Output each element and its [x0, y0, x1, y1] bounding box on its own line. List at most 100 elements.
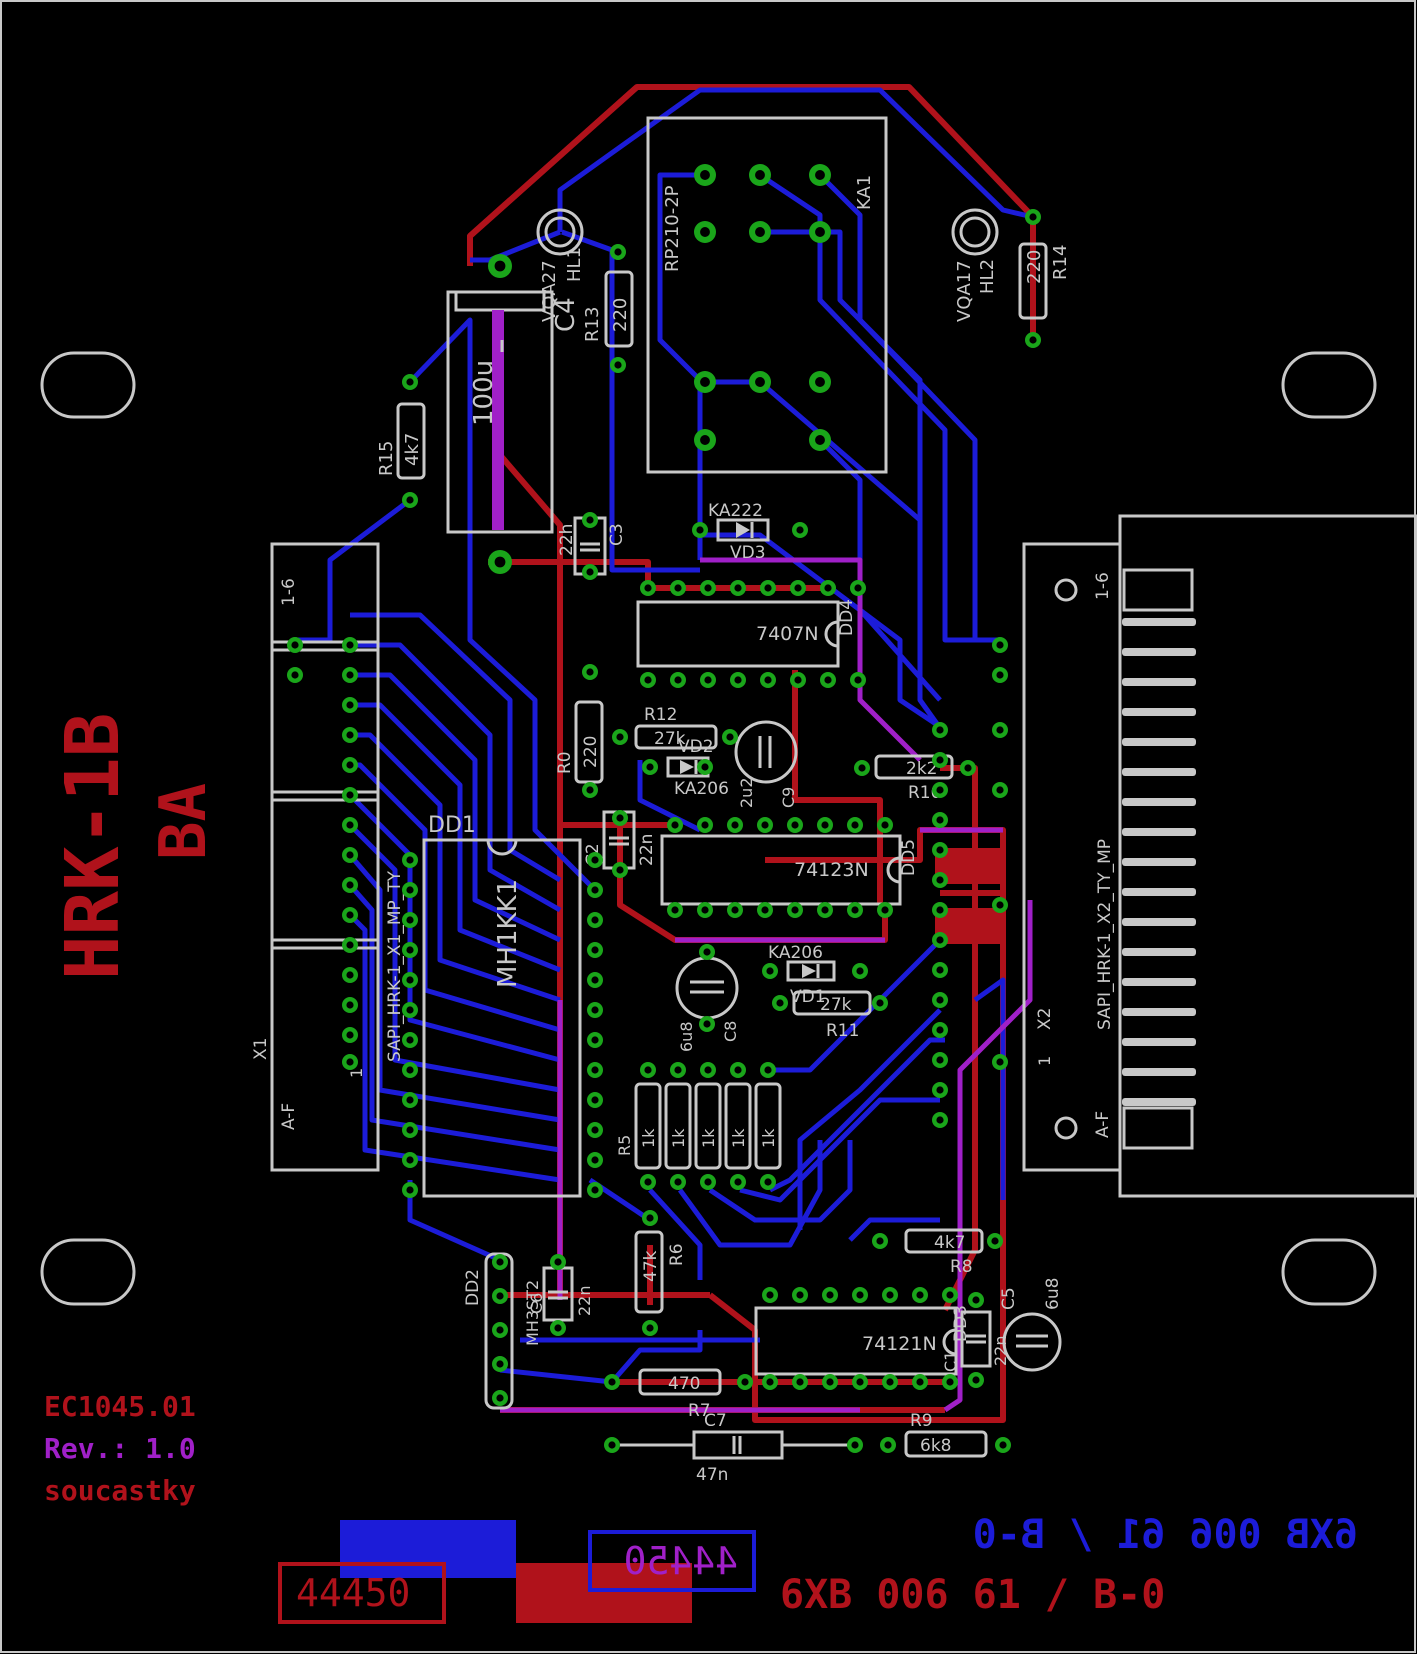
- resistor-r0[interactable]: 220 R0: [555, 700, 604, 784]
- dd2-value: MH3ST2: [523, 1280, 542, 1346]
- pad-hole: [946, 1378, 954, 1386]
- box-number-mirror: 44450: [624, 1539, 738, 1583]
- resistor-bank[interactable]: 1k 1k 1k 1k 1k R5: [615, 1082, 782, 1170]
- pad-hole: [496, 1326, 504, 1334]
- red-fill-block: [516, 1563, 692, 1623]
- pad-hole: [674, 584, 682, 592]
- vd3-ref: VD3: [730, 543, 766, 563]
- pad-hole: [996, 901, 1004, 909]
- resistor-r6[interactable]: 47k R6: [634, 1230, 687, 1314]
- pad-hole: [731, 821, 739, 829]
- pad-hole: [591, 856, 599, 864]
- resistor-r15[interactable]: 4k7 R15: [376, 402, 426, 480]
- ic-dd1[interactable]: DD1 MH1KK1: [422, 813, 582, 1198]
- pad-hole: [644, 1066, 652, 1074]
- part-code-bottom: 6XB 006 61 / B-0: [973, 1512, 1358, 1558]
- ic-dd4[interactable]: 7407N DD4: [636, 599, 857, 668]
- connector-x1[interactable]: 1-6 A-F X1 SAPI_HRK-1_X1_MP_TY 1: [251, 542, 405, 1172]
- pad-hole: [646, 763, 654, 771]
- pad-hole: [858, 764, 866, 772]
- c7-ref: C7: [704, 1411, 727, 1431]
- x2-finger: [1122, 978, 1196, 986]
- pad-hole: [764, 1178, 772, 1186]
- x2-finger: [1122, 798, 1196, 806]
- r14-value: 220: [1024, 250, 1045, 284]
- pad-hole: [674, 676, 682, 684]
- ic-dd2[interactable]: DD2 MH3ST2: [463, 1252, 542, 1410]
- pad-hole: [494, 260, 506, 272]
- pad-hole: [406, 1066, 414, 1074]
- pad-hole: [856, 967, 864, 975]
- relay-ka1[interactable]: RP210-2P KA1: [646, 116, 888, 474]
- pad-hole: [591, 1186, 599, 1194]
- board-code-mark: HRK-1B BA: [50, 713, 221, 980]
- resistor-r11[interactable]: 27k R11: [792, 990, 872, 1041]
- pad-hole: [406, 1156, 414, 1164]
- diode-vd3[interactable]: KA222 VD3: [708, 501, 770, 563]
- capacitor-c5[interactable]: C5 6u8: [999, 1278, 1063, 1372]
- pad-hole: [1029, 213, 1037, 221]
- resistor-r13[interactable]: 220 R13: [582, 270, 634, 348]
- pad-hole: [936, 906, 944, 914]
- capacitor-c1[interactable]: C1 22n: [941, 1310, 1010, 1372]
- board-variant: BA: [147, 783, 221, 860]
- x2-contact-fingers: [1054, 568, 1196, 1150]
- r11-value: 27k: [820, 995, 852, 1015]
- pad-hole: [824, 676, 832, 684]
- x2-finger: [1122, 918, 1196, 926]
- ic-dd5[interactable]: 74123N DD5: [660, 834, 919, 906]
- capacitor-c4[interactable]: 100u C4: [446, 290, 581, 534]
- pad-hole: [755, 377, 765, 387]
- x2-value: SAPI_HRK-1_X2_TY_MP: [1095, 839, 1115, 1030]
- pad-hole: [764, 1066, 772, 1074]
- pad-hole: [936, 756, 944, 764]
- pad-hole: [646, 1324, 654, 1332]
- pad-hole: [616, 866, 624, 874]
- dd1-value: MH1KK1: [493, 879, 523, 988]
- capacitor-c9[interactable]: 2u2 C9: [734, 720, 798, 808]
- pad-hole: [755, 170, 765, 180]
- pad-hole: [936, 1026, 944, 1034]
- pad-hole: [346, 731, 354, 739]
- pad-hole: [346, 881, 354, 889]
- pad-hole: [704, 1178, 712, 1186]
- resistor-r12[interactable]: 27k R12: [634, 705, 718, 750]
- pad-hole: [876, 999, 884, 1007]
- r8-value: 4k7: [934, 1233, 965, 1253]
- r9-ref: R9: [910, 1411, 933, 1431]
- pad-hole: [946, 1291, 954, 1299]
- led-hl2[interactable]: VQA17 HL2: [951, 208, 999, 322]
- pad-hole: [696, 526, 704, 534]
- pad-hole: [796, 526, 804, 534]
- pad-hole: [494, 556, 506, 568]
- board-code-top: HRK-1B: [50, 713, 136, 980]
- pad-hole: [346, 1058, 354, 1066]
- pad-hole: [701, 763, 709, 771]
- x2-mount-hole: [1054, 578, 1078, 602]
- pad-hole: [856, 1291, 864, 1299]
- connector-x2[interactable]: 1-6 A-F X2 SAPI_HRK-1_X2_TY_MP 1: [1022, 514, 1417, 1198]
- pad-hole: [496, 1292, 504, 1300]
- pad-hole: [734, 676, 742, 684]
- resistor-r7[interactable]: 470 R7: [638, 1368, 722, 1421]
- pad-hole: [791, 906, 799, 914]
- x1-value: SAPI_HRK-1_X1_MP_TY: [385, 870, 405, 1062]
- resistor-r9[interactable]: 6k8 R9: [904, 1411, 988, 1458]
- x2-finger: [1122, 948, 1196, 956]
- pad-hole: [346, 701, 354, 709]
- pad-hole: [406, 1006, 414, 1014]
- pad-hole: [644, 676, 652, 684]
- pad-hole: [346, 641, 354, 649]
- part-code-top: 6XB 006 61 / B-0: [780, 1572, 1165, 1618]
- diode-vd2[interactable]: VD2 KA206: [666, 737, 729, 799]
- pad-hole: [591, 1066, 599, 1074]
- resistor-r14[interactable]: 220 R14: [1018, 242, 1071, 320]
- pad-hole: [741, 1378, 749, 1386]
- pad-hole: [703, 948, 711, 956]
- resistor-r8[interactable]: 4k7 R8: [904, 1228, 984, 1277]
- pad-hole: [701, 821, 709, 829]
- pad-hole: [591, 976, 599, 984]
- x2-finger: [1122, 828, 1196, 836]
- capacitor-c7[interactable]: C7 47n: [612, 1411, 855, 1485]
- r15-value: 4k7: [402, 433, 423, 466]
